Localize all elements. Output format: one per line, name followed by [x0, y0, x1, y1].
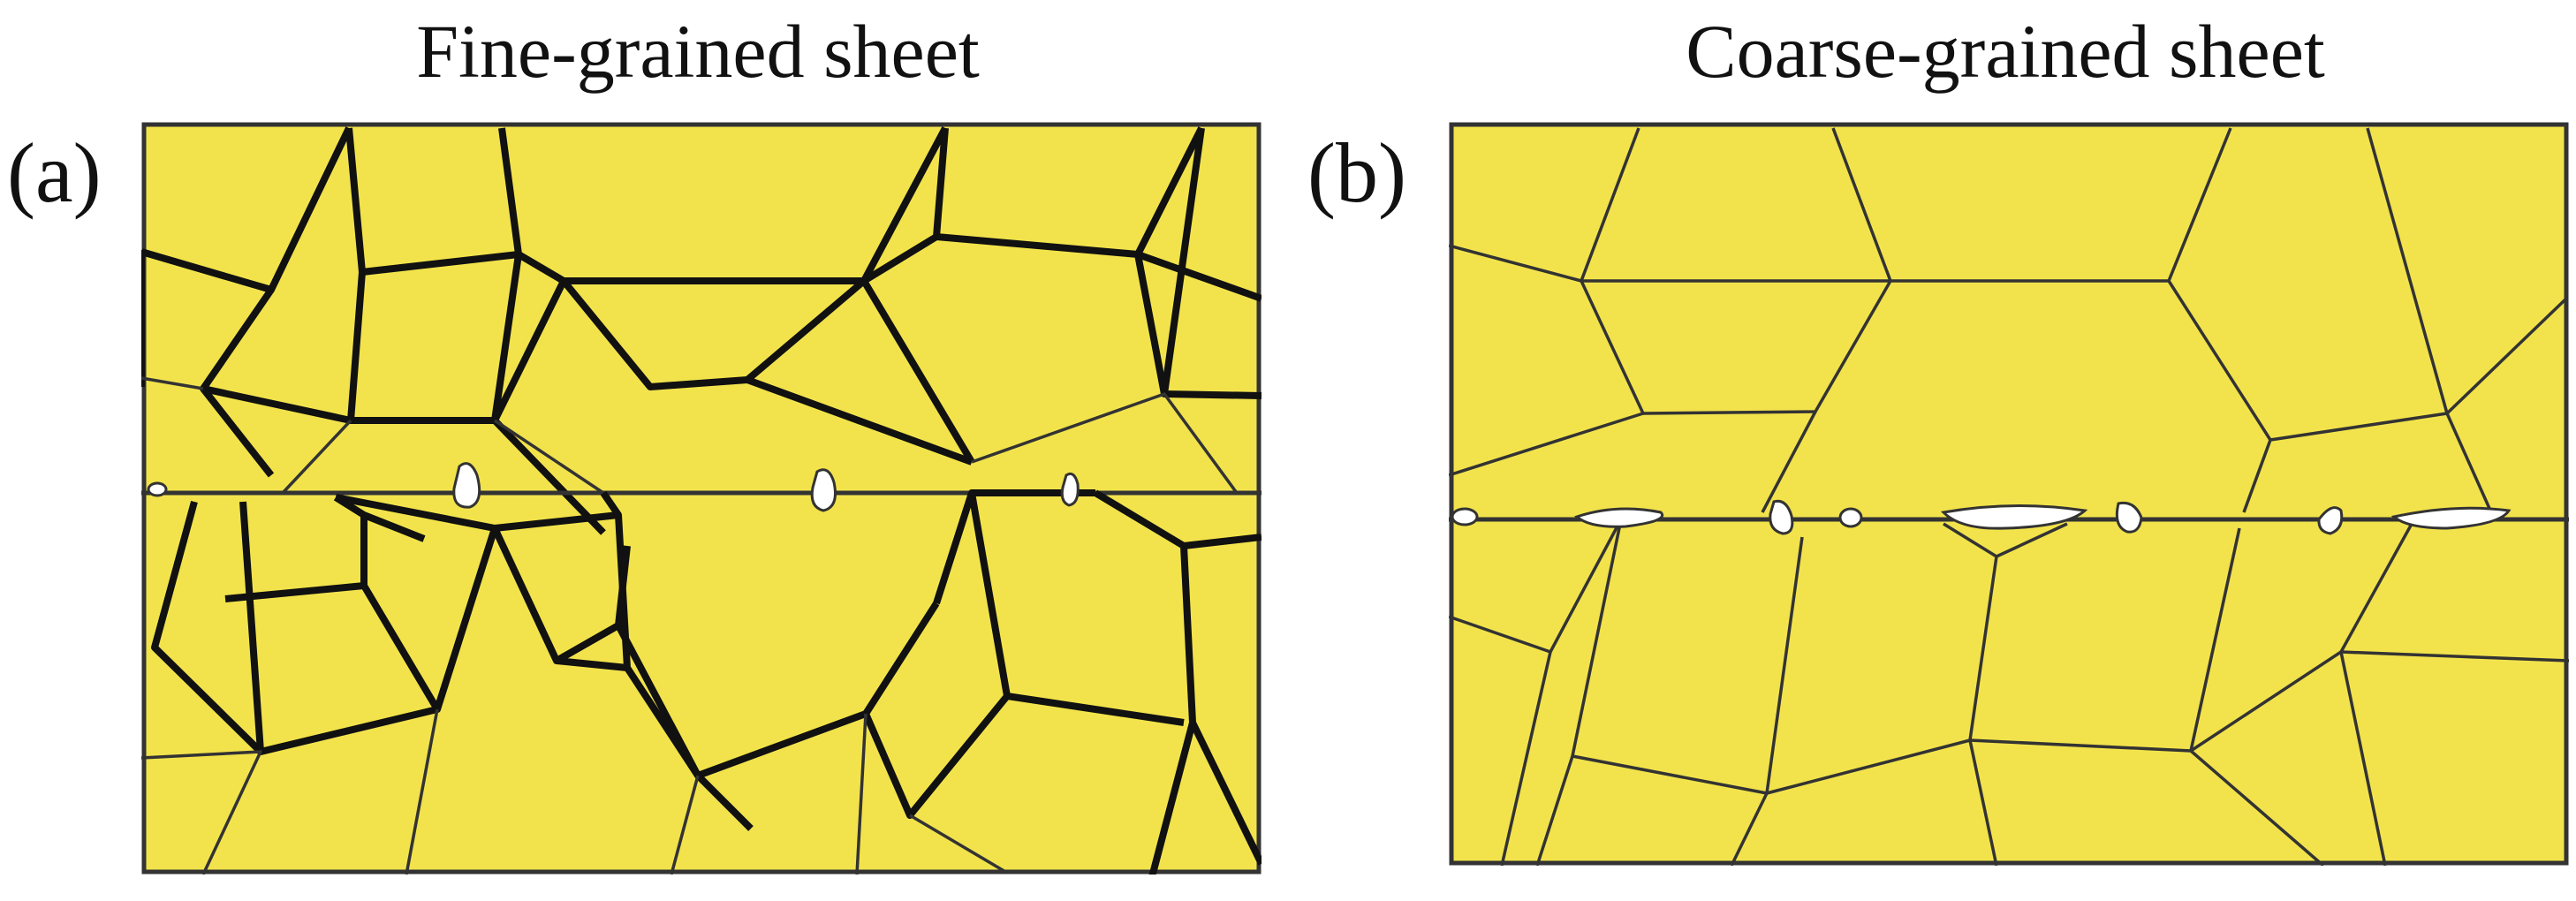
void [147, 481, 168, 497]
void [1769, 499, 1794, 535]
fine-grain-background [141, 122, 1261, 874]
void [452, 462, 481, 509]
void [1451, 507, 1479, 526]
panel-b-title: Coarse-grained sheet [1686, 9, 2325, 94]
void [1838, 507, 1863, 528]
lower-grain-boundaries [151, 489, 1261, 874]
panel-a-label: (a) [7, 125, 102, 220]
upper-grain-boundaries [1449, 127, 2568, 513]
void [1574, 507, 1664, 528]
coarse-grain-background [1449, 122, 2569, 866]
void [1940, 504, 2088, 530]
interface-voids [147, 462, 1080, 512]
coarse-grained-sheet-diagram [1449, 122, 2569, 866]
lower-grain-boundaries [1449, 519, 2569, 866]
void [810, 468, 837, 512]
panel-a-title: Fine-grained sheet [416, 9, 980, 94]
void [2115, 501, 2143, 534]
panel-b-label: (b) [1307, 125, 1406, 220]
fine-grained-sheet-diagram [141, 122, 1261, 874]
void [2390, 506, 2512, 530]
void [2317, 506, 2344, 535]
interface-voids [1451, 499, 2512, 535]
upper-thin-boundaries [141, 376, 1239, 495]
lower-thin-boundaries [141, 708, 1008, 874]
void [1060, 472, 1080, 507]
